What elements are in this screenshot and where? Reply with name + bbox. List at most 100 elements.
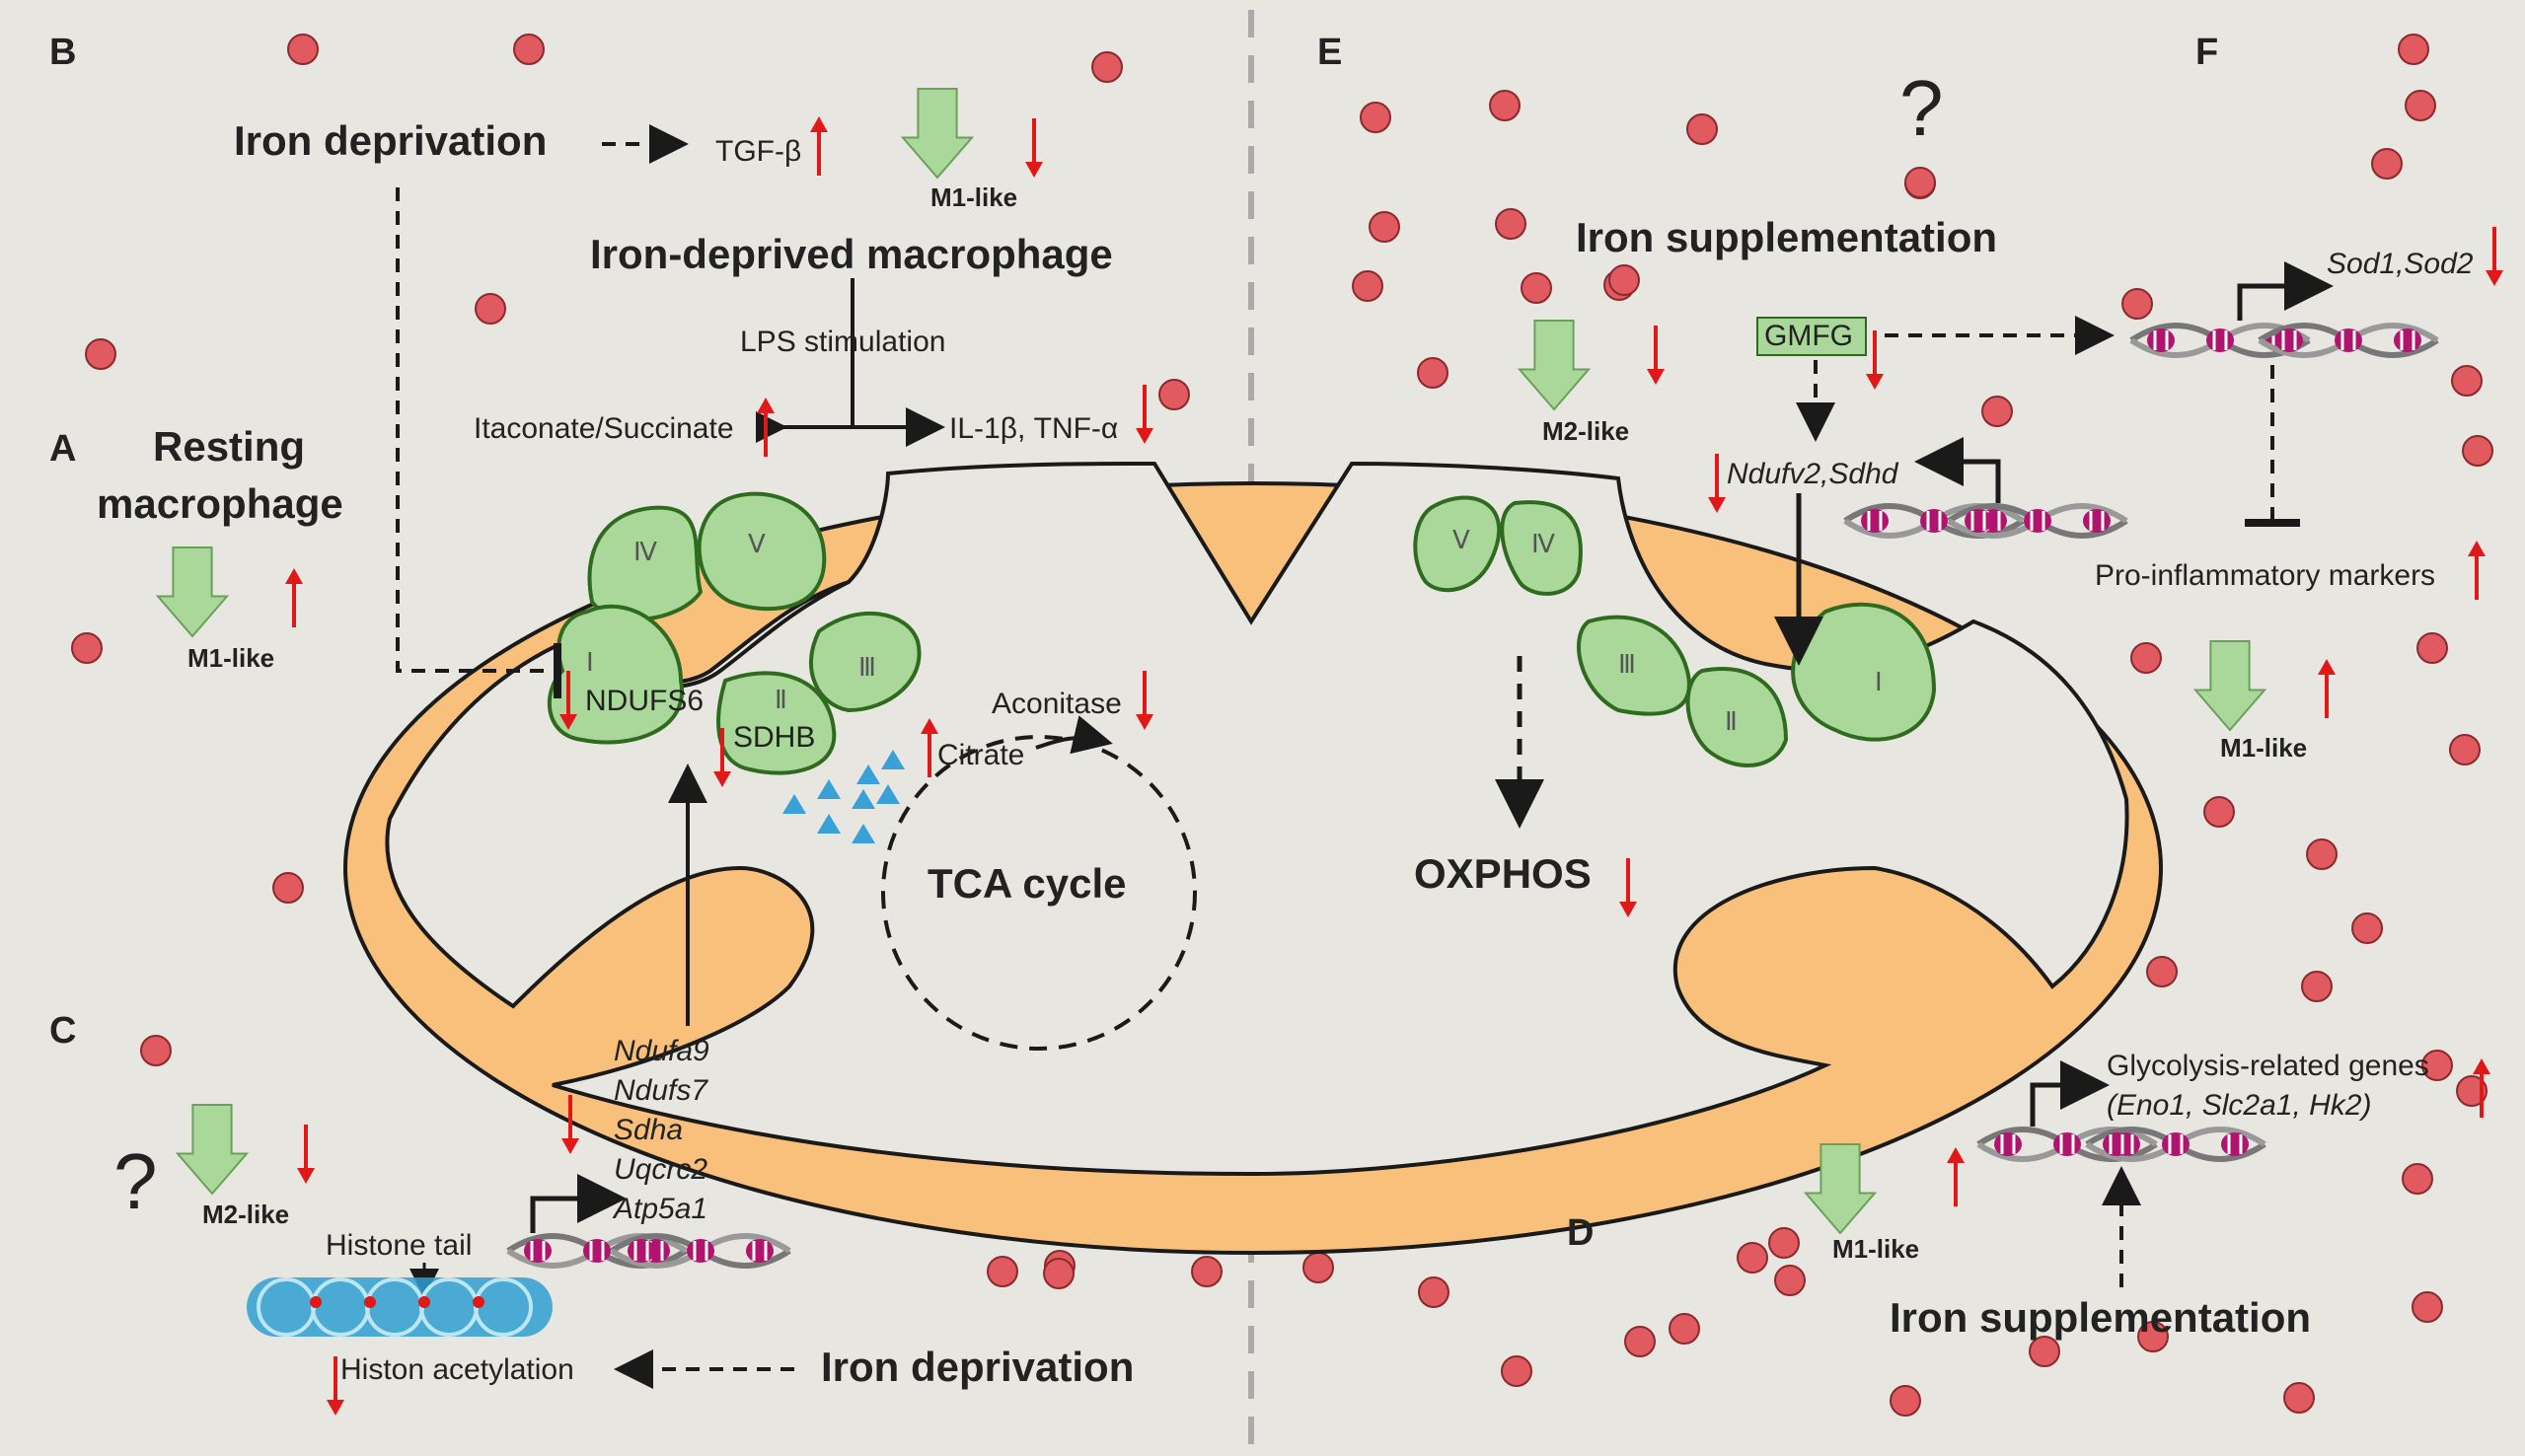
red-down-arrow [1136,385,1153,444]
iron-dot [2351,912,2383,944]
histone-tail-label: Histone tail [326,1229,472,1262]
transcription-arrow-left [530,1174,627,1233]
tca-cycle-circle [881,735,1197,1051]
gmfg-box [1756,317,1867,356]
iron-dot [1302,1252,1334,1283]
iron-dot [1521,272,1552,304]
succinate-triangles [782,750,905,843]
iron-dot [1669,1313,1700,1345]
tca-cycle-label: TCA cycle [928,860,1127,907]
iron-dot [1768,1227,1800,1259]
complex-iv-right-label: Ⅳ [1531,530,1555,558]
iron-dot [272,872,304,904]
question-mark-right: ? [1899,64,1944,152]
red-down-arrow [2486,227,2503,286]
lps-label: LPS stimulation [740,326,945,358]
iron-dot [1191,1256,1223,1287]
aconitase-label: Aconitase [992,688,1122,720]
glycolysis-genes-label: (Eno1, Slc2a1, Hk2) [2107,1089,2371,1122]
red-down-arrow [1136,671,1153,730]
dna-left-2 [612,1236,789,1266]
iron-dot [1158,379,1190,410]
complexes-right: Ⅴ Ⅳ Ⅲ Ⅱ Ⅰ [1413,495,1937,767]
complex-i-left-label: Ⅰ [586,648,594,677]
dna-e-2 [1949,506,2126,536]
iron-dot [2137,1321,2169,1352]
iron-dot [1904,167,1936,198]
iron-dot [1091,51,1123,83]
il1b-label: IL-1β, TNF-α [949,412,1118,445]
iron-dot [1981,396,2013,427]
complex-v-right-label: Ⅴ [1452,526,1470,554]
red-down-arrow [297,1125,315,1184]
red-up-arrow [810,116,828,176]
complexes-left: Ⅳ Ⅴ Ⅰ Ⅱ Ⅲ [548,491,922,775]
dna-f-2 [2260,326,2437,355]
resting-label-1: Resting [153,423,305,470]
iron-dot [1043,1258,1075,1289]
complex-ii-left-label: Ⅱ [775,686,787,714]
gene-ndufa9: Ndufa9 [614,1035,709,1067]
iron-dot [1418,1276,1449,1308]
red-down-arrow [1866,330,1884,390]
green-polarization-arrow [155,546,230,638]
iron-deprivation-top: Iron deprivation [234,117,547,164]
iron-dot [2029,1336,2060,1367]
iron-dot [1737,1242,1768,1274]
red-up-arrow [2473,1058,2490,1118]
red-down-arrow [559,671,577,730]
green-polarization-arrow [1517,320,1592,411]
m1-label-f: M1-like [2220,733,2307,763]
red-down-arrow [561,1095,579,1154]
iron-dot [2412,1291,2443,1323]
iron-dot [2416,632,2448,664]
iron-dot [1495,208,1526,240]
iron-dot [2146,956,2178,987]
red-down-arrow [713,728,731,787]
transcription-arrow-d [2030,1060,2110,1127]
red-down-arrow [327,1356,344,1416]
iron-dot [2371,148,2403,180]
complex-v-right [1413,495,1502,593]
complex-iii-right [1577,615,1691,716]
iron-dot [287,34,319,65]
ndufv2-label: Ndufv2,Sdhd [1727,458,1899,490]
red-up-arrow [1947,1147,1965,1206]
iron-dot [2130,642,2162,674]
iron-dot [2462,435,2493,467]
sdhb-label: SDHB [733,721,815,754]
complex-iii-left [808,611,922,713]
iron-dot [1352,270,1383,302]
complex-v-left [697,491,827,612]
iron-dot [1890,1385,1921,1417]
complex-ii-right [1685,667,1789,767]
m2-label-e: M2-like [1542,416,1629,446]
m1-label-a: M1-like [187,643,274,673]
panel-d-label: D [1567,1212,1594,1254]
iron-dot [1489,90,1521,121]
gmfg-label: GMFG [1764,320,1853,352]
iron-deprived-macrophage-label: Iron-deprived macrophage [590,231,1113,277]
red-up-arrow [285,568,303,627]
complex-iii-left-label: Ⅲ [858,653,876,682]
red-down-arrow [1647,326,1665,385]
iron-dot [1417,357,1448,389]
iron-dot [2306,838,2338,870]
complex-iii-right-label: Ⅲ [1618,650,1636,679]
complex-iv-right [1500,500,1583,596]
tgf-label: TGF-β [715,135,801,168]
green-polarization-arrow [900,88,975,180]
green-polarization-arrow [2192,640,2267,732]
red-up-arrow [757,398,775,457]
iron-dot [2456,1075,2488,1107]
panel-b-label: B [49,32,76,73]
m2-label-c: M2-like [202,1200,289,1229]
iron-dot [85,338,116,370]
iron-dot [1608,264,1640,296]
iron-dot [1501,1355,1532,1387]
oxphos-label: OXPHOS [1414,850,1592,897]
iron-dot [140,1035,172,1066]
iron-dot [2405,90,2436,121]
iron-deprivation-bottom: Iron deprivation [821,1344,1134,1390]
iron-dot [2451,365,2483,397]
